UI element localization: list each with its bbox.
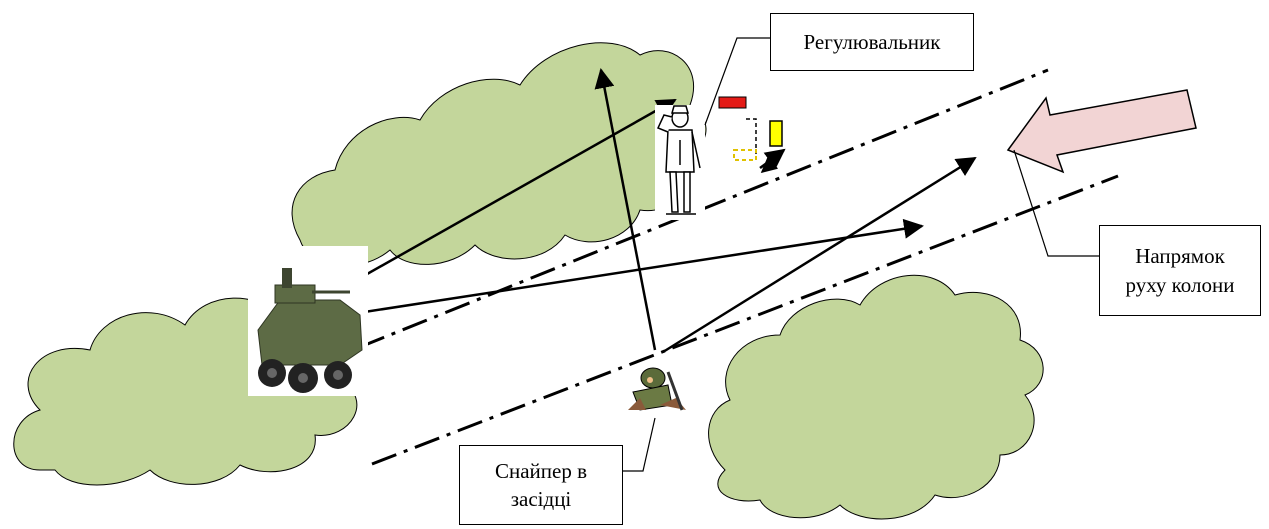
saluting-soldier-icon [655, 105, 705, 220]
bush-top [291, 42, 707, 267]
sight-arrow-sniper-to-road [662, 156, 977, 354]
sight-arrow-sniper-to-bush [594, 68, 657, 351]
leader-regulator [704, 37, 770, 126]
column-direction-arrow [1006, 89, 1197, 174]
sniper-ambush-label: Снайпер в засідці [459, 445, 623, 525]
bush-right [708, 274, 1044, 520]
sniper-soldier-icon [628, 367, 686, 411]
sight-arrow-vehicle-to-road [344, 218, 924, 317]
armored-vehicle-icon [248, 246, 368, 396]
leader-sniper [623, 417, 656, 472]
column-direction-label: Напрямок руху колони [1099, 225, 1261, 316]
road-edge-lower [371, 174, 1119, 466]
leader-direction [1013, 149, 1099, 257]
regulator-label: Регулювальник [770, 13, 974, 71]
signal-flags [718, 96, 786, 174]
sight-arrow-vehicle-to-regulator [329, 98, 677, 297]
